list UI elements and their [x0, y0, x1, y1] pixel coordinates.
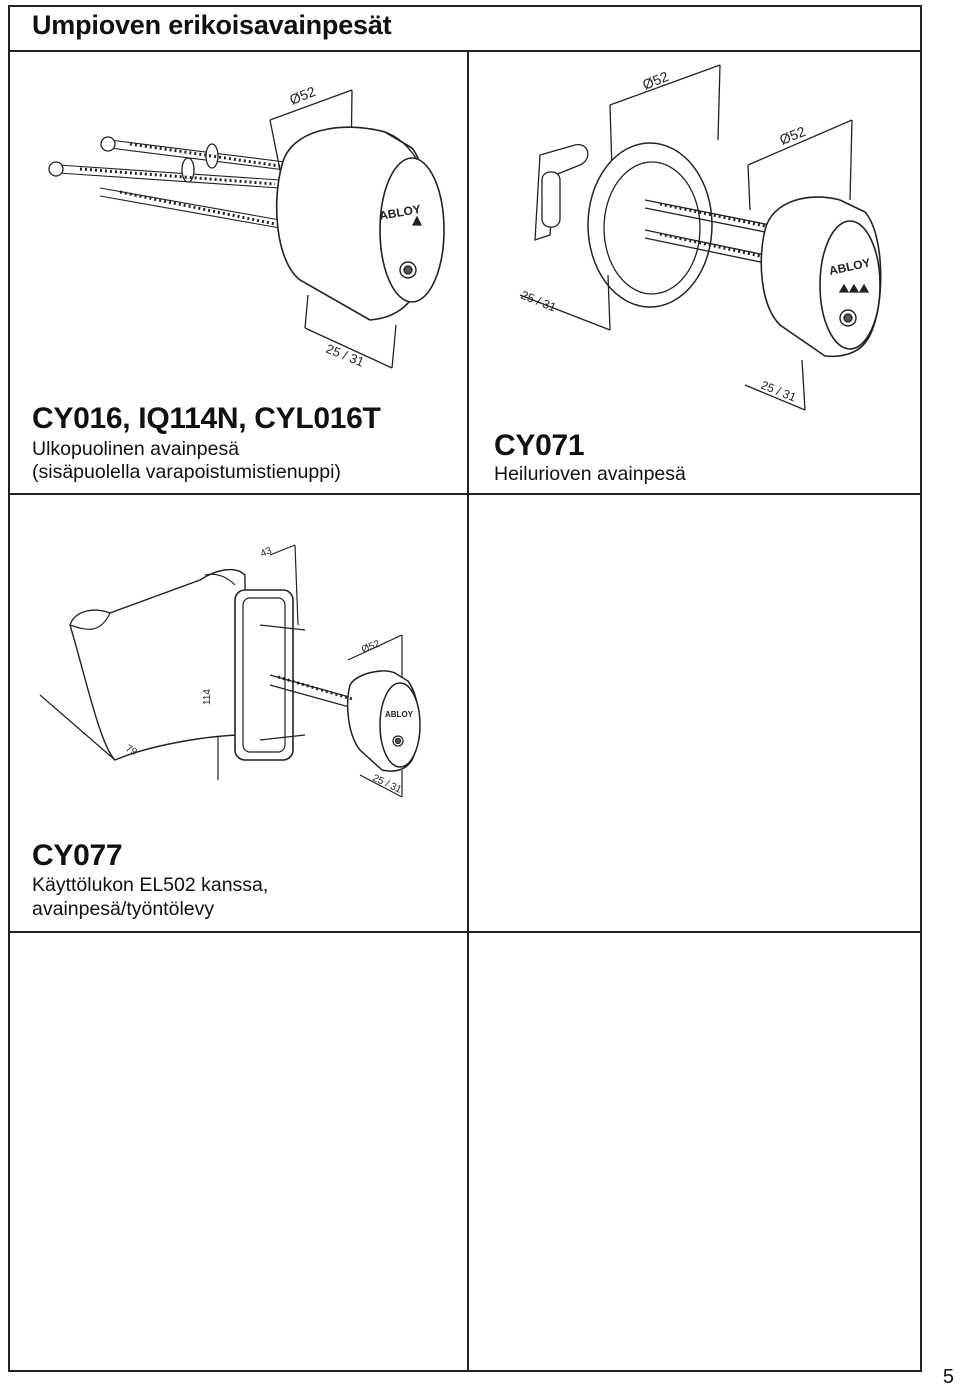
cy016-description-line-1: Ulkopuolinen avainpesä	[32, 438, 240, 460]
cy077-drawing: 43 Ø52 114 79 25 / 31 ABLOY	[39, 544, 421, 798]
cy077-description-line-1: Käyttölukon EL502 kanssa,	[32, 874, 269, 896]
cy071-drawing: Ø52 Ø52 25 / 31 25 / 31 ABLOY	[519, 64, 882, 411]
cy071-description-line-1: Heilurioven avainpesä	[494, 463, 686, 485]
cy077-dim-length: 25 / 31	[371, 773, 404, 796]
cy071-product-code: CY071	[494, 429, 585, 462]
row-divider-2	[8, 931, 922, 933]
header-divider	[8, 50, 922, 52]
cy077-dim-depth: 79	[124, 743, 140, 758]
cy016-description-line-2: (sisäpuolella varapoistumistienuppi)	[32, 461, 341, 483]
page-title: Umpioven erikoisavainpesät	[32, 10, 392, 40]
cy071-dim-diameter-front: Ø52	[777, 123, 808, 148]
cy077-description-line-2: avainpesä/työntölevy	[32, 898, 215, 920]
cy016-product-code: CY016, IQ114N, CYL016T	[32, 402, 381, 435]
cy077-brand-logo: ABLOY	[385, 710, 414, 719]
cy077-product-code: CY077	[32, 839, 123, 872]
column-divider	[467, 52, 469, 1372]
page-frame	[8, 5, 922, 1372]
cy077-dim-height: 114	[202, 689, 213, 705]
cy077-dim-width: 43	[259, 545, 274, 560]
cy071-dim-length-rear: 25 / 31	[519, 288, 559, 315]
cy077-dim-diameter: Ø52	[360, 638, 382, 655]
cy016-dim-length: 25 / 31	[324, 341, 366, 370]
cy016-drawing: Ø52 25 / 31 ABLOY	[48, 83, 445, 370]
cy071-dim-length-front: 25 / 31	[759, 378, 799, 405]
row-divider-1	[8, 493, 922, 495]
page-number: 5	[942, 1366, 954, 1388]
